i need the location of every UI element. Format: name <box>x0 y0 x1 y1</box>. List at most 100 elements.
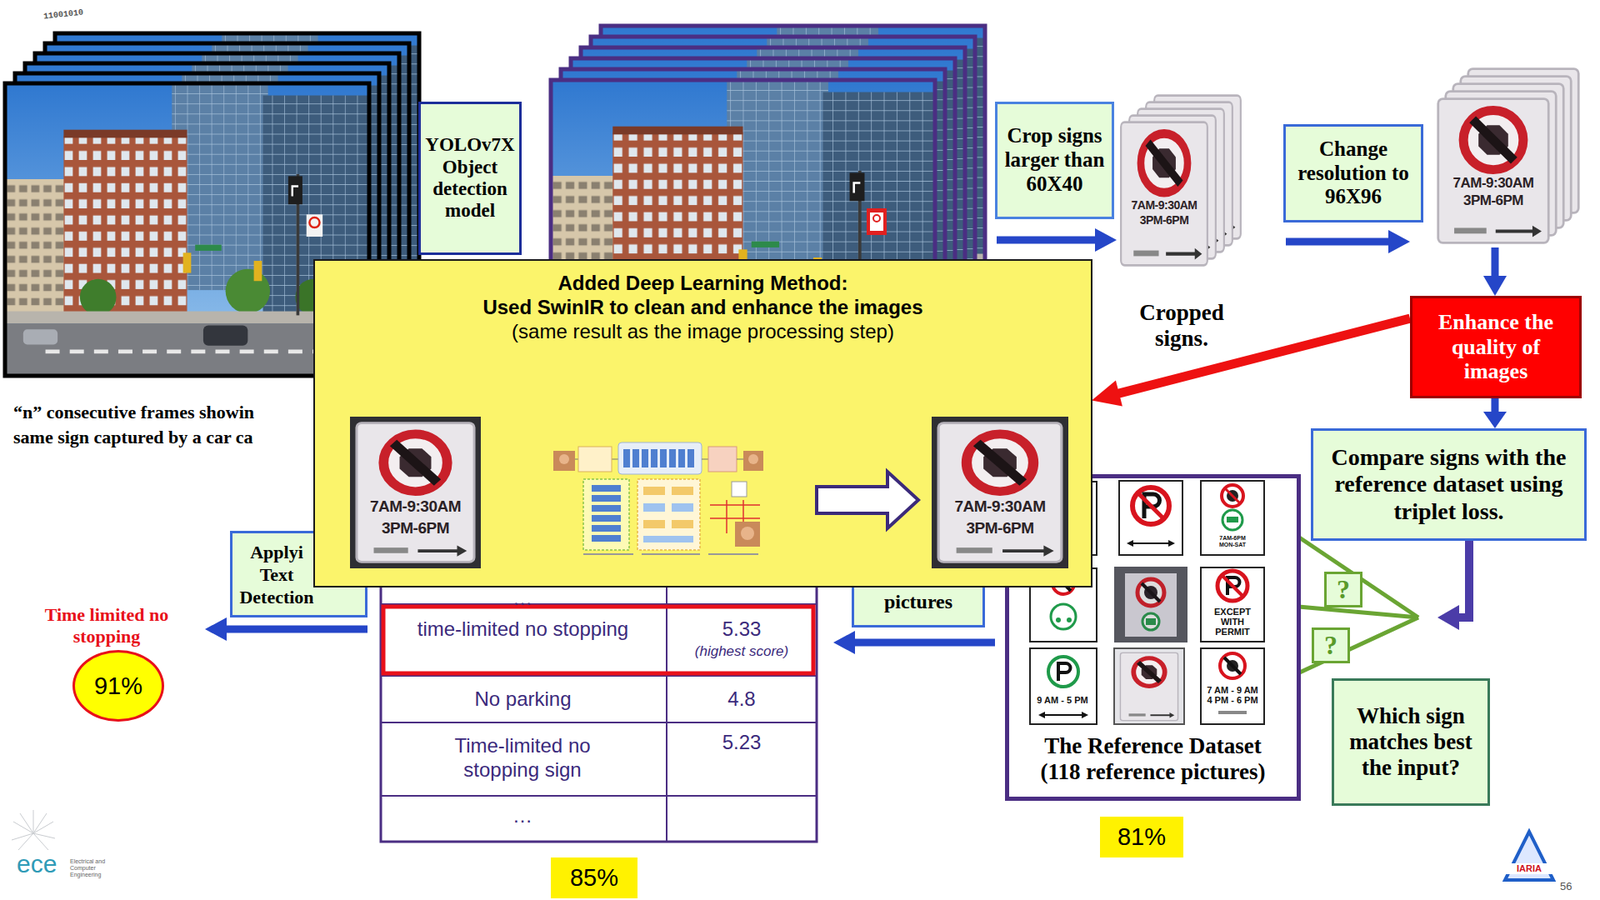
caption-text: same sign captured by a car ca <box>13 426 254 449</box>
match-arrow <box>1457 540 1470 618</box>
sign-text: 7AM-6PM MON-SAT <box>1211 535 1254 548</box>
flow-arrow <box>1095 228 1117 252</box>
match-arrow <box>1437 540 1470 630</box>
swinir-figure <box>553 442 764 555</box>
reference-sign-grid <box>1050 604 1076 630</box>
swinir-figure <box>671 520 694 529</box>
swinir-figure <box>708 446 737 472</box>
swinir-figure <box>559 454 570 465</box>
reference-sign-grid <box>1168 540 1175 547</box>
cropped-sign-stack <box>1120 122 1208 266</box>
process-box: YOLOv7X Object detection model <box>418 101 522 255</box>
box-text: Applyi Text Detection <box>239 540 315 609</box>
box-text: (118 reference pictures) <box>1040 759 1266 785</box>
dataset-box: The Reference Dataset(118 reference pict… <box>1005 474 1301 801</box>
box-text: Compare signs with the reference dataset… <box>1320 444 1578 525</box>
highlight-box: Enhance the quality of images <box>1410 295 1582 399</box>
box-text: Added Deep Learning Method: <box>558 271 849 296</box>
swinir-figure <box>710 500 760 534</box>
swinir-figure <box>708 553 759 555</box>
reference-sign-grid <box>1200 648 1265 725</box>
reference-sign-grid <box>1126 540 1134 547</box>
caption-text: “n” consecutive frames showin <box>13 401 255 424</box>
university-logo <box>18 833 34 850</box>
process-box: Change resolution to 96X96 <box>1283 124 1424 223</box>
flow-arrow <box>1285 238 1390 246</box>
university-logo <box>11 810 55 850</box>
sign-text: 7 AM - 9 AM 4 PM - 6 PM <box>1204 685 1261 705</box>
table-cell: … <box>416 586 629 611</box>
swinir-figure <box>637 479 700 550</box>
question-box: Which sign matches best the input? <box>1331 678 1490 806</box>
reference-sign-grid <box>1058 663 1071 681</box>
swinir-figure <box>735 521 760 547</box>
swinir-figure <box>660 449 667 468</box>
score-badge: 91% <box>72 650 165 722</box>
flow-arrow <box>853 639 995 647</box>
swinir-figure <box>740 526 755 540</box>
reference-sign-grid <box>1200 567 1265 642</box>
swinir-figure <box>591 525 621 532</box>
video-frame-stack <box>5 83 370 376</box>
reference-sign-grid <box>1081 711 1089 719</box>
table-cell: No parking <box>387 687 659 712</box>
box-text: (same result as the image processing ste… <box>511 320 895 345</box>
score-table <box>380 795 817 797</box>
university-logo <box>20 813 34 834</box>
swinir-figure <box>678 449 685 468</box>
swinir-figure <box>591 505 621 512</box>
swinir-figure <box>701 459 709 460</box>
sign-before <box>350 416 481 569</box>
swinir-figure <box>578 446 612 472</box>
arrow-line <box>1490 398 1499 414</box>
cropped-sign-stack <box>1120 95 1241 266</box>
swinir-figure <box>643 535 694 543</box>
university-logo <box>13 821 34 834</box>
sign-after <box>931 416 1069 569</box>
box-text: Crop signs larger than 60X40 <box>1004 124 1105 196</box>
reference-sign-grid <box>1142 613 1160 630</box>
flow-arrow <box>996 236 1097 245</box>
enhance-arrow <box>816 471 919 529</box>
flow-arrow <box>1491 247 1500 279</box>
reference-sign-grid <box>1137 579 1165 606</box>
conference-logo <box>1505 831 1554 880</box>
resized-sign-stack <box>1438 99 1549 244</box>
reference-sign-grid <box>1218 710 1247 715</box>
box-text: The Reference Dataset <box>1044 733 1261 760</box>
logo-text: Electrical and Computer Engineering <box>70 858 110 879</box>
sign-text: 7AM-9:30AM <box>1435 175 1551 192</box>
swinir-figure <box>731 481 747 497</box>
sign-after <box>931 416 1069 569</box>
score-table <box>665 571 668 842</box>
reference-sign-grid <box>1220 653 1245 679</box>
swinir-figure <box>575 459 619 460</box>
flow-arrow <box>1388 230 1410 254</box>
box-text: Used SwinIR to clean and enhance the ima… <box>482 295 923 320</box>
reference-sign-grid <box>1005 474 1301 801</box>
swinir-figure <box>591 495 621 502</box>
swinir-figure <box>743 450 764 471</box>
video-frame-stack <box>5 33 420 376</box>
box-text: Change resolution to 96X96 <box>1292 137 1415 210</box>
swinir-figure <box>591 485 621 492</box>
reference-sign-grid <box>1030 648 1097 725</box>
table-cell: 5.33 <box>666 617 817 642</box>
box-text: YOLOv7X Object detection model <box>424 134 516 223</box>
sign-after <box>938 423 1062 563</box>
swinir-figure <box>591 535 621 542</box>
detected-frame-stack <box>870 212 884 231</box>
flow-arrow <box>205 617 227 641</box>
table-cell: 4.8 <box>666 687 817 712</box>
reference-sign-grid <box>1030 568 1097 642</box>
swinir-figure <box>736 459 744 460</box>
sign-before <box>356 423 475 563</box>
detected-frame-stack <box>866 208 887 235</box>
match-arrow <box>1437 605 1460 630</box>
sign-text: 7AM-9:30AM <box>354 498 477 516</box>
reference-sign-grid <box>1119 480 1183 555</box>
sign-before <box>350 416 481 569</box>
swinir-figure <box>618 442 702 475</box>
swinir-figure <box>748 454 759 465</box>
score-badge: 85% <box>550 857 638 899</box>
